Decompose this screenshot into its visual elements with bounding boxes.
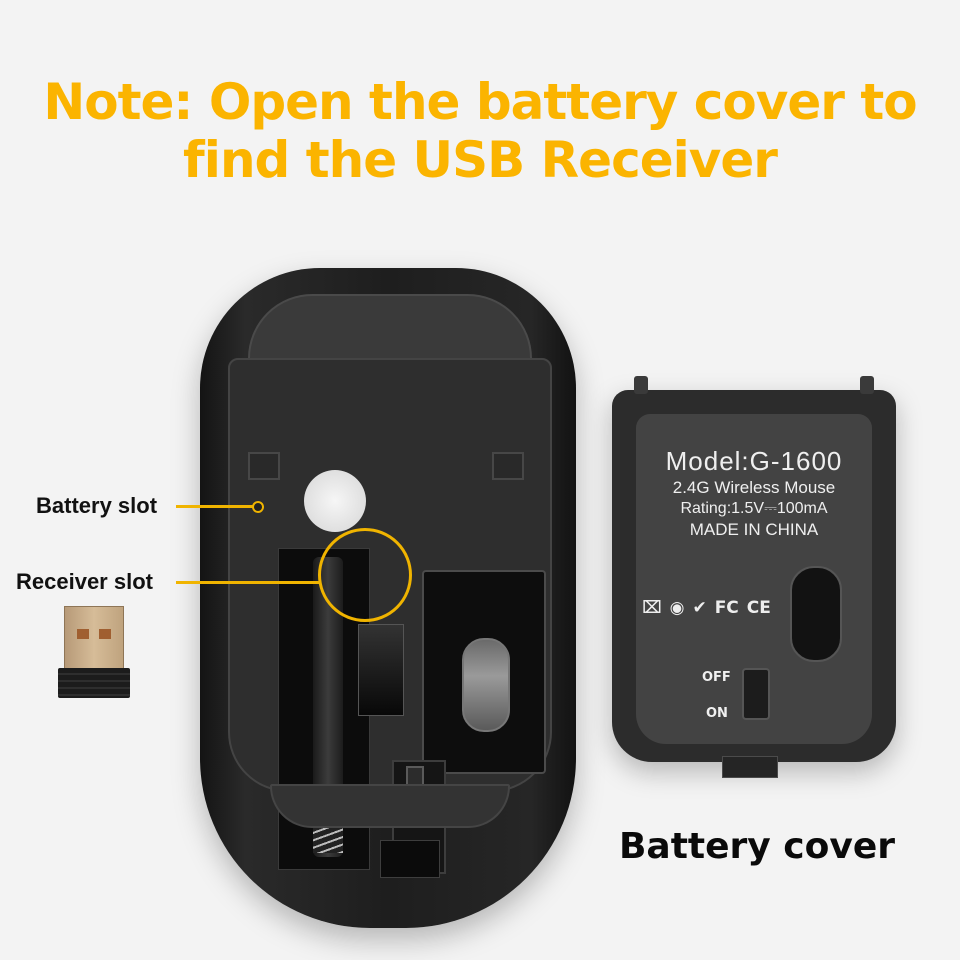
rohs-icon: ◉ bbox=[669, 598, 685, 618]
cover-latch-notch bbox=[380, 840, 440, 878]
battery-cover: Model:G-1600 2.4G Wireless Mouse Rating:… bbox=[612, 376, 896, 778]
usb-contact-hole bbox=[99, 629, 111, 639]
battery-slot-label: Battery slot bbox=[36, 493, 158, 518]
receiver-slot bbox=[358, 624, 404, 716]
cover-tab-left bbox=[248, 452, 280, 480]
cover-hook-right bbox=[860, 376, 874, 394]
ce-icon: CE bbox=[746, 598, 771, 618]
product-subtitle: 2.4G Wireless Mouse bbox=[672, 478, 836, 497]
battery-slot-callout-dot bbox=[252, 501, 264, 513]
usb-connector bbox=[64, 606, 124, 670]
battery-cover-caption: Battery cover bbox=[618, 826, 896, 867]
weee-bin-icon: ⌧ bbox=[642, 598, 662, 618]
switch-on-label: ON bbox=[706, 706, 728, 721]
usb-contact-hole bbox=[77, 629, 89, 639]
usb-body bbox=[58, 668, 130, 698]
cover-sensor-window bbox=[790, 566, 842, 662]
cover-tab-right bbox=[492, 452, 524, 480]
origin-text: MADE IN CHINA bbox=[689, 520, 819, 539]
receiver-slot-label: Receiver slot bbox=[16, 569, 153, 594]
mouse-top-glide-pad bbox=[248, 294, 532, 362]
c-tick-icon: ✔ bbox=[692, 598, 707, 618]
cover-hook-left bbox=[634, 376, 648, 394]
certification-icons: ⌧ ◉ ✔ FC CE bbox=[642, 598, 771, 618]
cover-latch bbox=[722, 756, 778, 778]
switch-off-label: OFF bbox=[702, 670, 731, 685]
receiver-highlight-circle bbox=[318, 528, 412, 622]
mouse-bottom-glide-pad bbox=[270, 784, 510, 828]
mouse-underside bbox=[200, 268, 576, 928]
battery-slot-callout-line bbox=[176, 505, 256, 508]
receiver-slot-callout-line bbox=[176, 581, 320, 584]
usb-receiver-dongle bbox=[58, 606, 130, 698]
headline-line-2: find the USB Receiver bbox=[183, 131, 778, 189]
warranty-sticker bbox=[304, 470, 366, 532]
headline-line-1: Note: Open the battery cover to bbox=[43, 73, 917, 131]
rating-text: Rating:1.5V⎓100mA bbox=[680, 500, 828, 517]
power-switch[interactable] bbox=[742, 668, 770, 720]
fcc-icon: FC bbox=[714, 598, 739, 618]
model-text: Model:G-1600 bbox=[665, 446, 843, 476]
optical-sensor bbox=[462, 638, 510, 732]
